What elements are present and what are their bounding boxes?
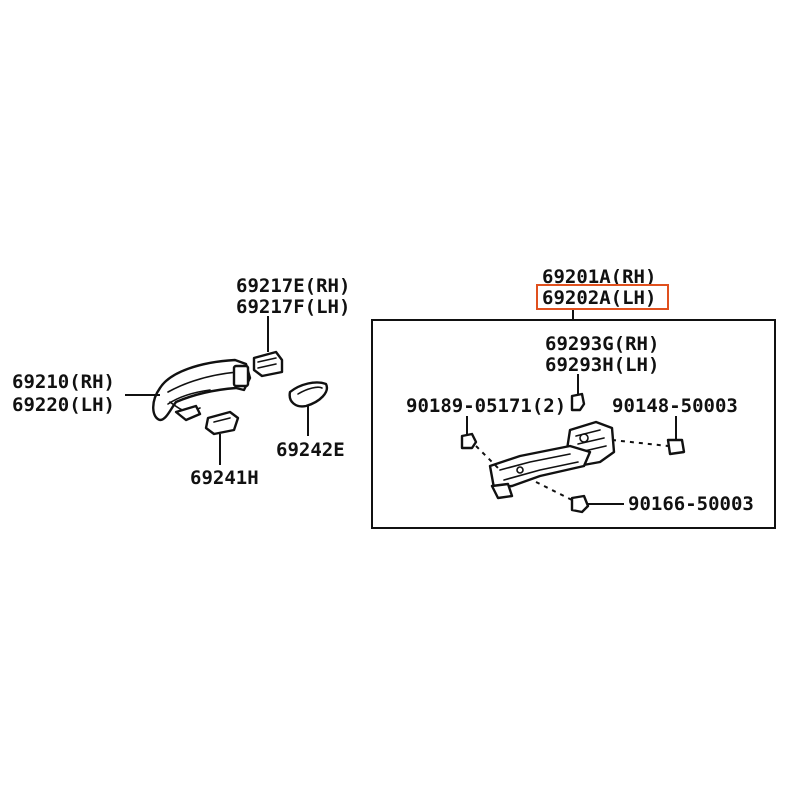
label-pad-241: 69241H (190, 467, 259, 489)
bolt-05171-drawing (460, 432, 478, 450)
label-cable-lh: 69293H(LH) (545, 354, 659, 376)
label-frame-lh: 69202A(LH) (542, 287, 656, 309)
pad-69242e-drawing (288, 381, 329, 408)
label-cap-lh: 69217F(LH) (236, 296, 350, 318)
pad-69241h-drawing (204, 410, 240, 436)
cable-clip-drawing (570, 392, 586, 412)
highlight-box (536, 284, 669, 310)
bolt-50003a-drawing (666, 438, 686, 456)
frame-assembly-group: 69201A(RH) 69202A(LH) 69293G(RH) 69293H(… (371, 266, 776, 529)
label-handle-lh: 69220(LH) (12, 394, 115, 416)
outside-handle-group: 69210(RH) 69220(LH) 69217E(RH) 69217F(LH… (12, 275, 350, 489)
label-bolt-50003b: 90166-50003 (628, 493, 754, 515)
bolt-50003b-drawing (570, 494, 590, 514)
label-pad-242: 69242E (276, 439, 345, 461)
label-cap-rh: 69217E(RH) (236, 275, 350, 297)
label-bolt-50003a: 90148-50003 (612, 395, 738, 417)
dash-line-50003a (611, 439, 669, 447)
handle-cap-drawing (252, 350, 284, 378)
frame-box (371, 319, 776, 529)
label-bolt-05171: 90189-05171(2) (406, 395, 566, 417)
label-cable-rh: 69293G(RH) (545, 333, 659, 355)
dash-line-50003b (535, 481, 573, 501)
label-handle-rh: 69210(RH) (12, 371, 115, 393)
frame-mechanism-drawing (488, 420, 616, 500)
outside-handle-drawing (152, 358, 252, 422)
label-frame-rh: 69201A(RH) (542, 266, 656, 288)
